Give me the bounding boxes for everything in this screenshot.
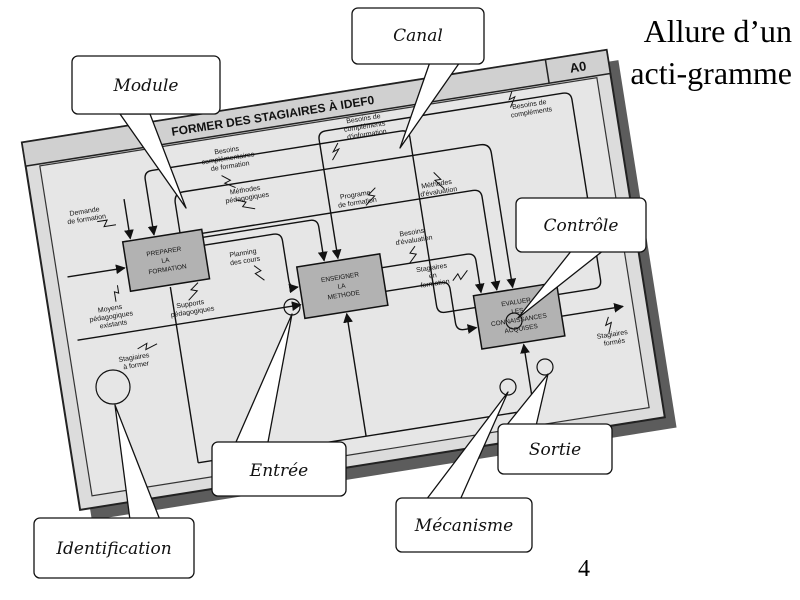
arrow-methodes-evaluation: [202, 189, 501, 291]
callout-entree: Entrée: [211, 441, 347, 497]
arrow-preparer-out-planning: [204, 233, 299, 294]
label-squiggles: [97, 91, 613, 351]
label-planning: Planning des cours: [228, 248, 261, 268]
callout-module-label: Module: [113, 76, 179, 96]
label-besoins-formation: Besoins complémentaires de formation: [200, 143, 258, 174]
callout-identification-label: Identification: [55, 539, 171, 559]
arrow-demande-formation: [123, 199, 134, 240]
callout-entree-label: Entrée: [249, 461, 308, 481]
node-id: A0: [569, 58, 588, 75]
arrow-moyens-input: [67, 264, 126, 278]
label-stagiaires-former: Stagiaires à former: [118, 352, 153, 372]
slide-title-line-2: acti-gramme: [630, 55, 792, 91]
callout-canal: Canal: [351, 7, 485, 65]
arrow-stagiaires-former: [77, 301, 302, 341]
label-stagiaires-formation: Stagiaires en formation: [416, 262, 452, 290]
arrow-besoins-complements: [318, 92, 602, 296]
callout-identification: Identification: [33, 517, 195, 579]
callout-controle: Contrôle: [515, 197, 647, 253]
arrow-labels: Besoins complémentaires de formation Bes…: [67, 99, 631, 372]
box-preparer-formation: PREPARER LA FORMATION: [121, 228, 211, 293]
box-preparer-line: LA: [161, 257, 171, 265]
callout-sortie-label: Sortie: [529, 440, 581, 460]
callout-mecanisme-label: Mécanisme: [414, 516, 513, 536]
arrow-stagiaires-formation: [385, 281, 478, 334]
arrow-preparer-out-top: [174, 143, 517, 289]
node-divider: [544, 59, 550, 84]
circle-mecanisme: [499, 378, 517, 396]
callout-module: Module: [71, 55, 221, 115]
highlight-circles: [95, 298, 554, 405]
slide-title-line-1: Allure d’un: [643, 13, 792, 49]
circle-controle: [505, 312, 523, 330]
arrow-mechanism-enseigner: [343, 312, 367, 437]
arrow-besoins-evaluation: [381, 253, 485, 294]
box-enseigner-methode: ENSEIGNER LA METHODE: [295, 252, 389, 320]
page-number: 4: [578, 556, 590, 582]
sheet-header-bar: [21, 48, 612, 168]
label-stagiaires-formes: Stagiaires formés: [596, 329, 631, 349]
box-evaluer-line: LES: [511, 307, 525, 316]
circle-sortie: [536, 358, 554, 376]
arrow-supports-mechanism: [169, 286, 199, 463]
slide-title: Allure d’un acti-gramme: [572, 10, 792, 94]
callout-sortie: Sortie: [497, 423, 613, 475]
box-enseigner-line: LA: [337, 283, 347, 291]
idef0-sheet: FORMER DES STAGIAIRES À IDEF0 A0 PREPARE…: [20, 48, 677, 521]
arrow-stagiaires-formes: [561, 302, 624, 317]
arrow-methodes-pedagogiques: [202, 219, 328, 262]
box-evaluer-line: EVALUER: [501, 297, 532, 309]
callout-mecanisme: Mécanisme: [395, 497, 533, 553]
callout-controle-label: Contrôle: [544, 216, 619, 236]
callout-canal-label: Canal: [393, 26, 443, 46]
label-moyens: Moyens pédagogiques existants: [88, 302, 137, 332]
circle-stagiaires-former: [95, 369, 131, 405]
